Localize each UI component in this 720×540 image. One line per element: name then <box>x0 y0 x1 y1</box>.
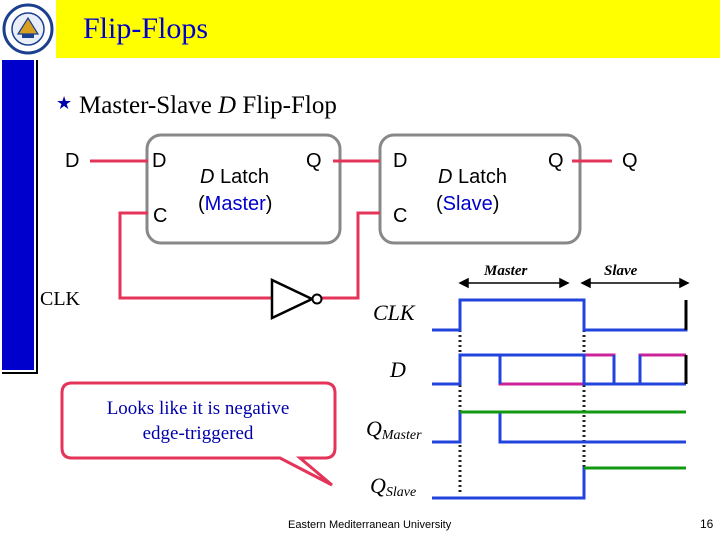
d-wave-label: D <box>389 357 406 382</box>
d-waveform-overlay <box>432 353 686 386</box>
callout-line-1: Looks like it is negative <box>107 398 290 419</box>
master-c-pin-label: C <box>153 205 167 227</box>
master-latch-title: D Latch <box>200 166 269 188</box>
q-master-waveform <box>432 410 686 444</box>
input-d-label: D <box>65 150 79 172</box>
q-master-wave-label: QMaster <box>366 416 422 443</box>
bullet-heading: Master-Slave D Flip-Flop <box>79 92 337 119</box>
callout-line-2: edge-triggered <box>143 423 254 444</box>
page-number: 16 <box>700 517 714 531</box>
clk-to-master-wire <box>118 211 272 300</box>
slave-c-pin-label: C <box>393 205 407 227</box>
clk-input-label: CLK <box>40 288 81 310</box>
slave-arrow-left-icon <box>580 277 591 289</box>
d-waveform <box>432 353 686 386</box>
master-latch-subtitle: (Master) <box>198 193 272 215</box>
title-bar <box>56 0 720 58</box>
slave-arrow-right-icon <box>679 277 690 289</box>
master-q-pin-label: Q <box>306 150 322 172</box>
inverted-clk-to-slave-wire <box>322 211 380 300</box>
master-arrow-right-icon <box>559 277 570 289</box>
inverter-gate-icon <box>270 278 315 320</box>
callout-bubble <box>60 381 337 487</box>
master-d-pin-label: D <box>152 150 166 172</box>
q-slave-waveform <box>432 466 686 500</box>
output-q-label: Q <box>622 150 638 172</box>
master-arrow-left-icon <box>458 277 469 289</box>
inverter-bubble-icon <box>311 293 323 305</box>
slave-q-pin-label: Q <box>548 150 564 172</box>
slave-latch-title: D Latch <box>438 166 507 188</box>
clk-waveform <box>432 298 688 332</box>
master-latch-box <box>145 133 342 245</box>
master-phase-label: Master <box>483 263 528 279</box>
university-logo-icon <box>2 3 54 55</box>
left-accent-bar <box>0 58 36 372</box>
slave-latch-subtitle: (Slave) <box>436 193 499 215</box>
slave-d-pin-label: D <box>393 150 407 172</box>
slave-latch-box <box>378 133 582 245</box>
slave-phase-label: Slave <box>604 263 638 279</box>
slide-title: Flip-Flops <box>83 12 209 45</box>
footer-text: Eastern Mediterranean University <box>288 519 452 531</box>
clk-wave-label: CLK <box>373 300 416 325</box>
star-bullet-icon: ★ <box>56 93 73 113</box>
q-slave-wave-label: QSlave <box>370 473 416 500</box>
